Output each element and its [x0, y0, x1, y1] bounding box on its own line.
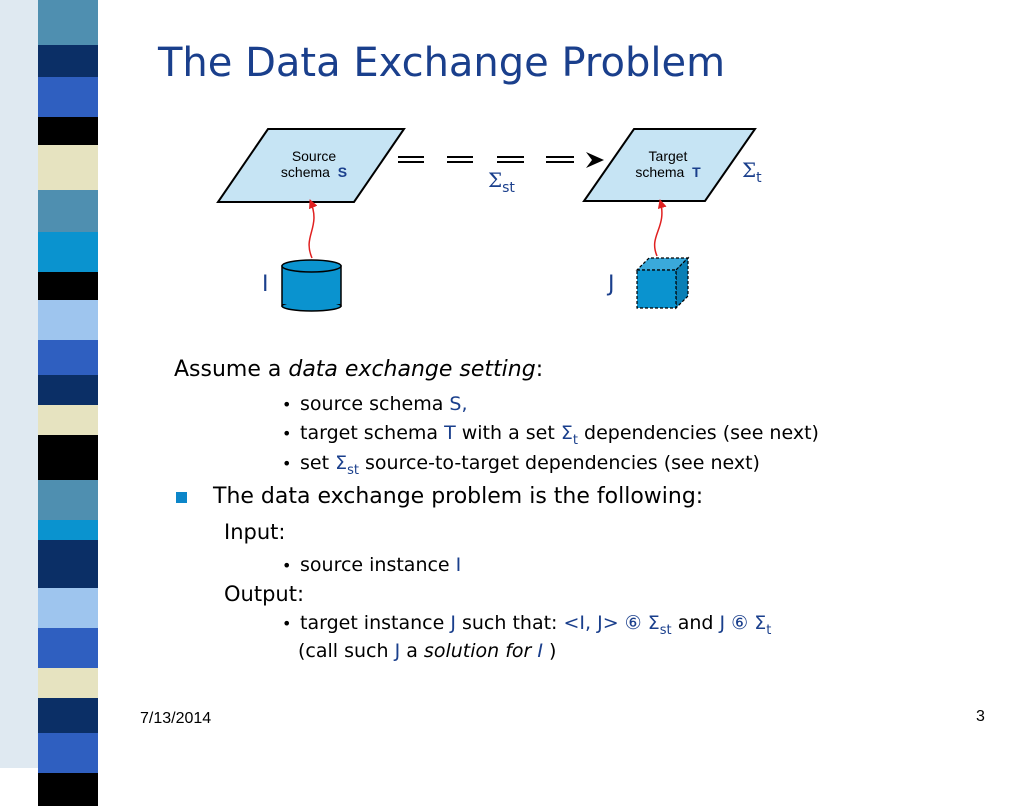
- slide-date: 7/13/2014: [140, 710, 212, 727]
- sigma-t-label: Σt: [742, 158, 762, 186]
- instance-j-label: J: [608, 272, 615, 297]
- bullet-sigma-st: set Σst source-to-target dependencies (s…: [300, 452, 760, 478]
- mapping-arrowhead: [586, 152, 604, 168]
- bullet-dot: •: [282, 556, 292, 575]
- data-exchange-diagram: [216, 128, 757, 312]
- bullet-dot: •: [282, 454, 292, 473]
- output-label: Output:: [224, 582, 305, 606]
- sigma-st-label: Σst: [488, 168, 515, 196]
- target-schema-label: Target schema T: [635, 148, 701, 180]
- arrow-i-to-source: [308, 199, 318, 259]
- problem-statement: The data exchange problem is the followi…: [213, 484, 704, 509]
- source-schema-shape: [216, 128, 406, 203]
- assume-line: Assume a data exchange setting:: [174, 357, 544, 382]
- target-schema-shape: [582, 128, 757, 202]
- bullet-source-schema: source schema S,: [300, 393, 468, 415]
- slide-page-number: 3: [976, 708, 985, 725]
- stripe-left-bar: [0, 0, 38, 768]
- input-label: Input:: [224, 520, 286, 544]
- instance-i-label: I: [262, 272, 269, 297]
- bullet-dot: •: [282, 424, 292, 443]
- bullet-target-schema: target schema T with a set Σt dependenci…: [300, 422, 819, 448]
- bullet-target-instance: target instance J such that: <I, J> ⑥ Σs…: [300, 612, 772, 638]
- solution-note: (call such J a solution for I ): [298, 640, 557, 662]
- arrow-j-to-target: [653, 199, 667, 257]
- instance-i-cylinder: [281, 259, 342, 312]
- bullet-dot: •: [282, 395, 292, 414]
- square-bullet: [176, 492, 187, 503]
- bullet-dot: •: [282, 614, 292, 633]
- mapping-dashed-arrow: [398, 156, 574, 163]
- slide-title: The Data Exchange Problem: [158, 40, 726, 86]
- decorative-stripe: [0, 0, 120, 806]
- instance-j-cube: [635, 256, 690, 310]
- stripe-blocks: [38, 0, 98, 806]
- bullet-source-instance: source instance I: [300, 554, 462, 576]
- source-schema-label: Source schema S: [280, 148, 348, 180]
